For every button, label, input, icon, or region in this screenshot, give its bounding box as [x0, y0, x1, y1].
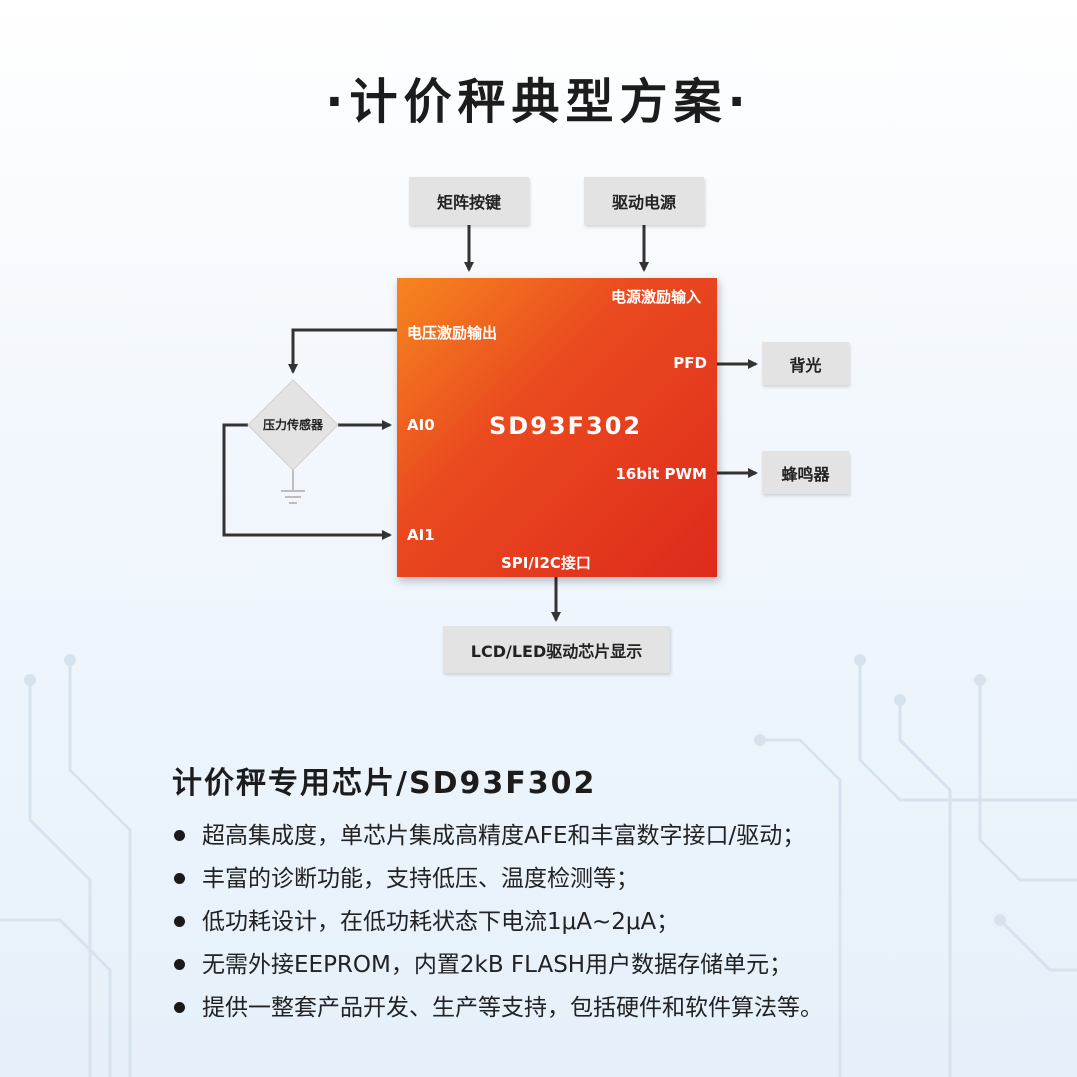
interface-label: SPI/I2C接口 — [501, 554, 591, 572]
list-item: 无需外接EEPROM，内置2kB FLASH用户数据存储单元； — [172, 947, 823, 990]
pressure-sensor-diamond — [247, 379, 339, 471]
pfd-label: PFD — [673, 354, 707, 372]
bullet-icon — [174, 1002, 185, 1013]
ai0-label: AI0 — [407, 416, 435, 434]
circuit-background — [0, 654, 1077, 1077]
block-diagram: 矩阵按键 驱动电源 电源激励输入 电压激励输出 PFD AI0 SD93F302… — [222, 177, 849, 673]
bullet-icon — [174, 959, 185, 970]
list-item: 丰富的诊断功能，支持低压、温度检测等； — [172, 861, 823, 904]
buzzer-box: 蜂鸣器 — [762, 451, 849, 494]
bullet-icon — [174, 916, 185, 927]
bullet-icon — [174, 873, 185, 884]
matrix-keys-box: 矩阵按键 — [409, 177, 529, 225]
connector-lines — [222, 225, 758, 622]
page-title: ·计价秤典型方案· — [325, 74, 752, 130]
ground-icon — [281, 470, 305, 504]
ai1-label: AI1 — [407, 526, 435, 544]
backlight-box: 背光 — [762, 342, 849, 385]
power-supply-box: 驱动电源 — [584, 177, 704, 225]
list-item: 超高集成度，单芯片集成高精度AFE和丰富数字接口/驱动； — [172, 818, 823, 861]
feature-list: 超高集成度，单芯片集成高精度AFE和丰富数字接口/驱动； 丰富的诊断功能，支持低… — [172, 818, 823, 1033]
bullet-icon — [174, 830, 185, 841]
voltage-excitation-output-label: 电压激励输出 — [407, 324, 498, 342]
power-excitation-input-label: 电源激励输入 — [610, 288, 701, 306]
chip-name: SD93F302 — [489, 412, 643, 440]
list-item: 提供一整套产品开发、生产等支持，包括硬件和软件算法等。 — [172, 990, 823, 1033]
list-item: 低功耗设计，在低功耗状态下电流1μA~2μA； — [172, 904, 823, 947]
display-driver-box: LCD/LED驱动芯片显示 — [443, 626, 670, 673]
chip-block: 电源激励输入 电压激励输出 PFD AI0 SD93F302 16bit PWM… — [397, 278, 717, 577]
section-title: 计价秤专用芯片/SD93F302 — [172, 766, 597, 801]
pwm-label: 16bit PWM — [615, 465, 707, 483]
pressure-sensor-label: 压力传感器 — [262, 418, 323, 432]
